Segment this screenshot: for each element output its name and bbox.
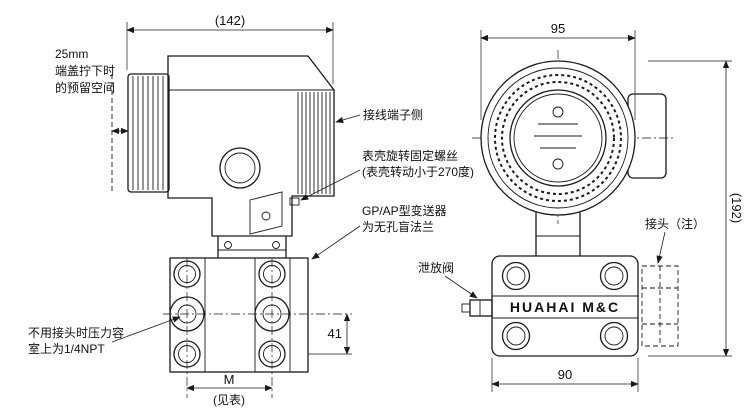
faceplate-text-lines [534,123,582,149]
dimension-90: 90 [491,358,639,392]
dimension-142: (142) [126,13,334,84]
dim-41-text: 41 [328,326,342,341]
label-blind-flange-2: 为无孔盲法兰 [362,219,434,234]
face-screw-top [552,106,564,118]
dim-192-text: (192) [729,193,744,223]
dim-95-text: 95 [551,21,565,36]
adjustment-dial [219,147,261,189]
dimension-192: (192) [648,60,744,357]
flange-body [169,257,309,373]
clearance-note-line3: 的预留空间 [55,80,115,95]
label-npt-note-1: 不用接头时压力容 [28,325,124,340]
process-flange-side [163,257,352,398]
label-npt-note-2: 室上为1/4NPT [28,341,105,356]
left-side-view: (142) 25mm 端盖拧下时 的预留空间 [28,13,474,407]
clearance-note-line2: 端盖拧下时 [55,64,115,78]
end-cap [127,73,170,193]
clearance-note-line1: 25mm [55,47,88,61]
label-drain-valve: 泄放阀 [418,260,454,275]
optional-connector [641,265,679,347]
dim-142-text: (142) [215,13,245,28]
label-terminal-side: 接线端子侧 [363,107,423,122]
connector-callout: 接头（注） [645,216,705,264]
cover-ring-outer [480,60,636,216]
drain-valve-callout: 泄放阀 [418,260,478,299]
housing-face [472,50,674,224]
label-rotation-screw-2: (表壳转动小于270度) [362,164,474,179]
process-flange-front: HUAHAI M&C [491,255,639,357]
label-blind-flange-1: GP/AP型变送器 [362,203,447,218]
flange-front-bolts [501,261,629,351]
dim-90-text: 90 [558,367,572,382]
terminal-cover-fins [297,92,331,194]
rotation-fixing-screw [289,197,300,206]
dim-m-note-text: (见表) [213,393,245,407]
housing-body [167,55,335,237]
label-rotation-screw-1: 表壳旋转固定螺丝 [362,148,458,163]
nameplate-ring-text [494,74,622,202]
dim-m-text: M [224,372,235,387]
left-view-callouts: 接线端子侧 表壳旋转固定螺丝 (表壳转动小于270度) GP/AP型变送器 为无… [28,107,474,356]
brand-text: HUAHAI M&C [510,299,620,315]
dimension-41: 41 [308,313,352,355]
clearance-note: 25mm 端盖拧下时 的预留空间 [55,47,129,192]
transmitter-housing-side [127,55,335,258]
front-neck [535,212,581,256]
nameplate-tag [249,191,283,235]
front-view: 95 [418,21,744,392]
end-cap-ribs [132,76,164,190]
face-screw-bottom [552,158,564,170]
drain-valve [461,299,493,317]
housing-neck [217,236,287,258]
dimension-95: 95 [480,21,636,120]
dimension-m: M (见表) [186,372,273,407]
label-connector-note: 接头（注） [645,216,705,231]
